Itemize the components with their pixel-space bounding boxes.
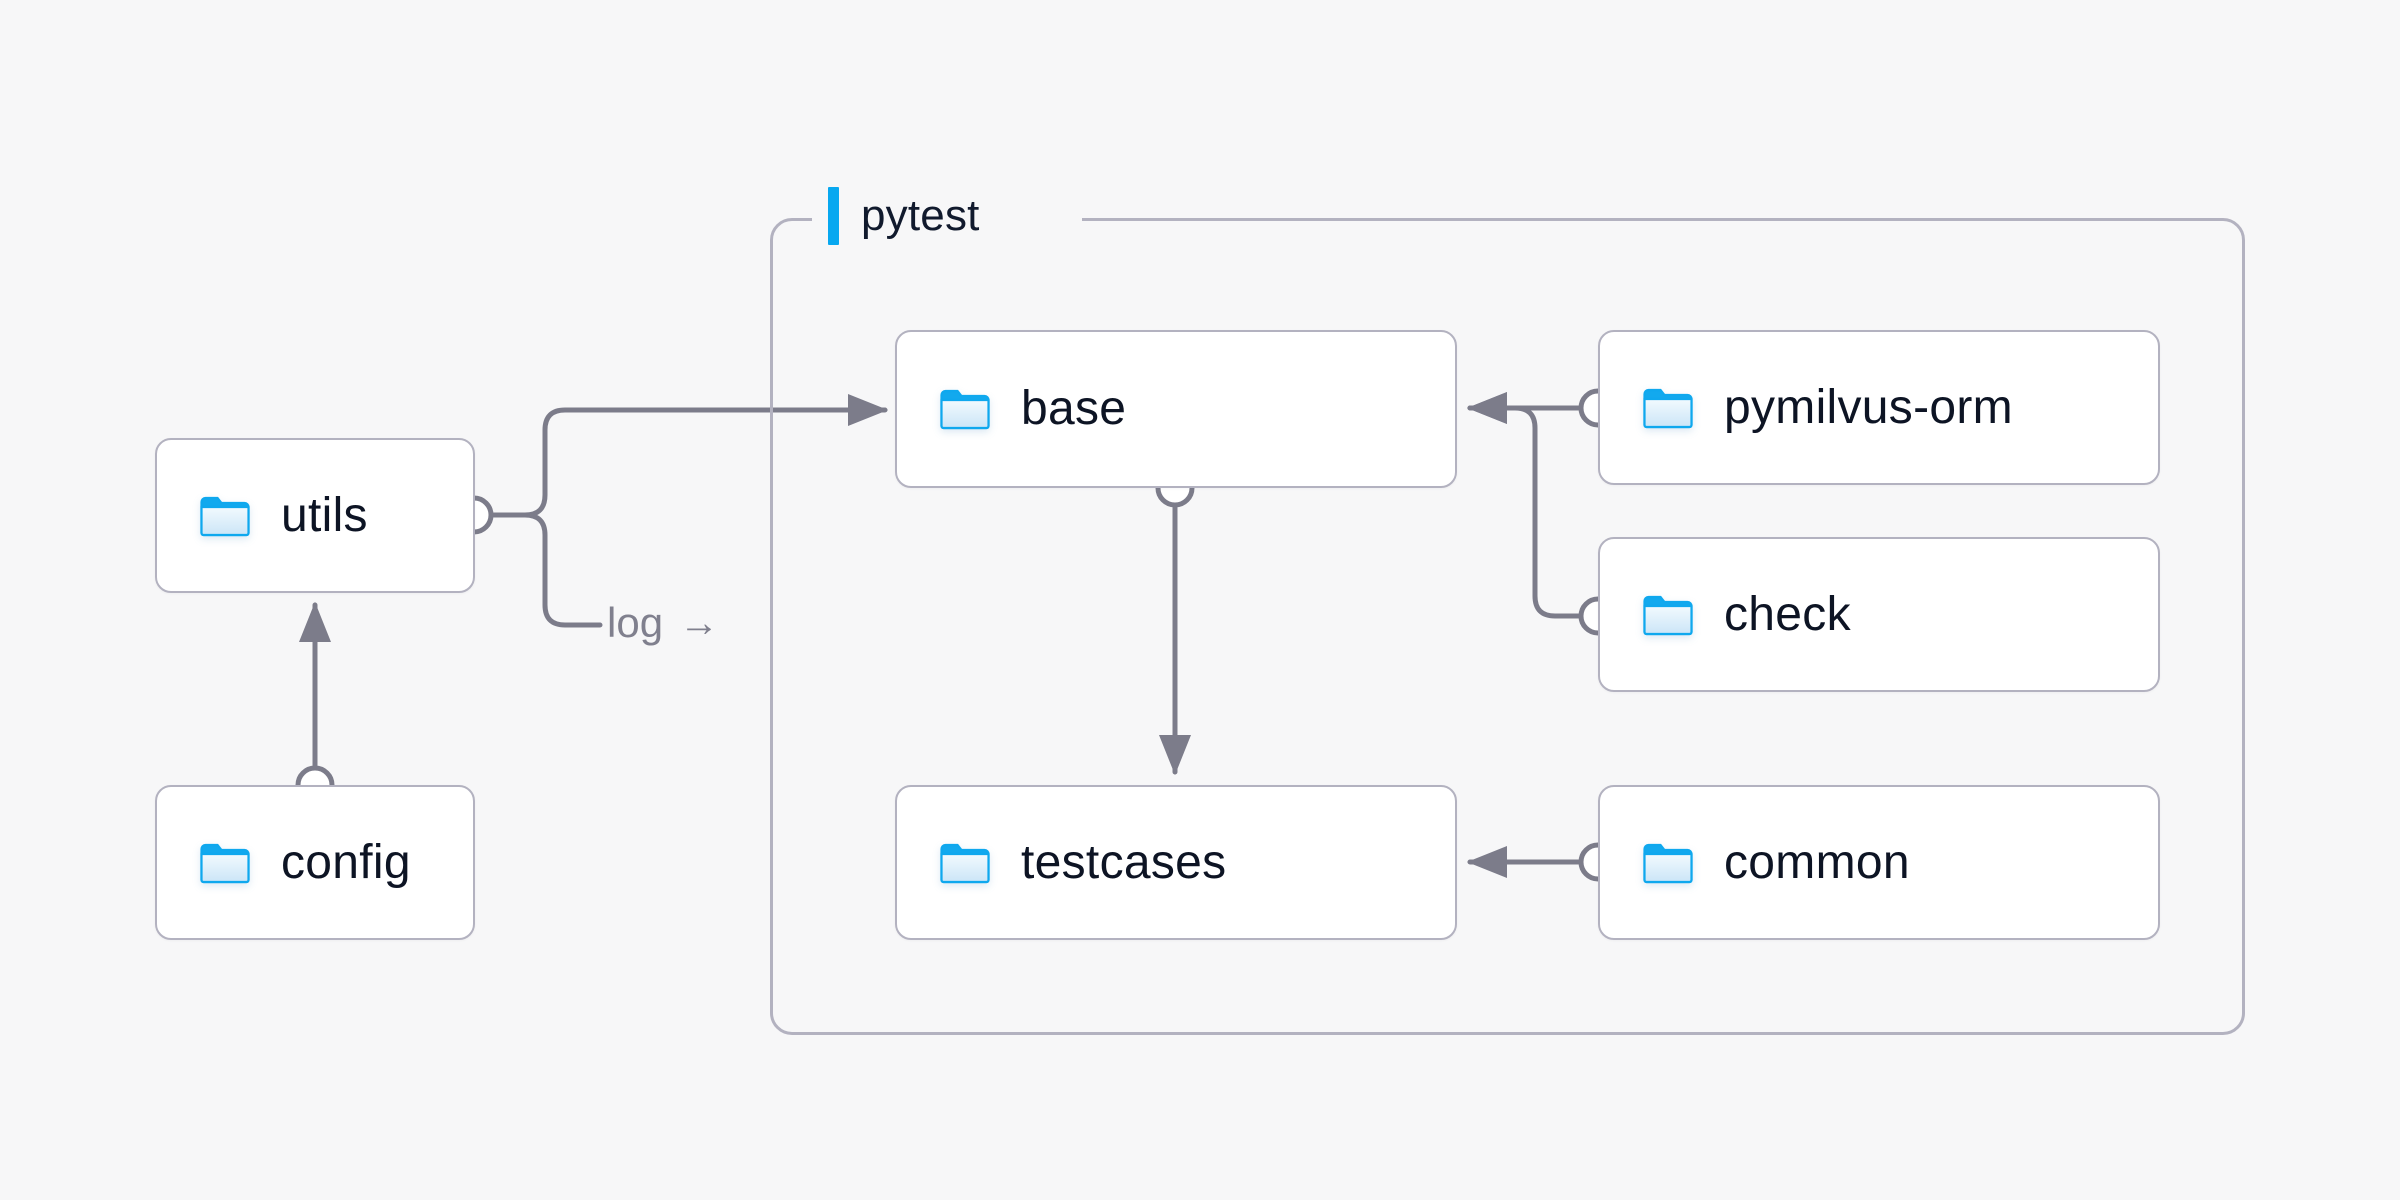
folder-icon [940,389,990,430]
folder-icon [1643,595,1693,635]
node-label: common [1724,835,1910,889]
folder-icon [940,843,990,883]
edge-label-log: log → [607,602,719,644]
node-label: config [281,835,411,889]
group-label: pytest [828,185,980,247]
edge-label-log-text: log [607,599,664,646]
folder-icon [200,843,250,883]
folder-icon [1643,388,1693,428]
group-accent-bar [828,187,839,245]
node-label: check [1724,587,1851,641]
node-label: testcases [1021,835,1227,889]
arrow-right-icon: → [679,601,720,645]
node-label: base [1021,382,1127,435]
node-label: pymilvus-orm [1724,380,2013,434]
node-testcases[interactable]: testcases [895,785,1457,940]
node-pymilvus-orm[interactable]: pymilvus-orm [1598,330,2160,485]
folder-icon [200,496,250,536]
node-label: utils [281,488,368,542]
node-common[interactable]: common [1598,785,2160,940]
group-label-text: pytest [861,191,980,240]
group-label-backdrop [812,206,1082,232]
node-base[interactable]: base [895,330,1457,488]
node-utils[interactable]: utils [155,438,475,593]
node-check[interactable]: check [1598,537,2160,692]
folder-icon [1643,843,1693,883]
edge-utils-to-log [484,512,603,628]
node-config[interactable]: config [155,785,475,940]
pytest-group-container [770,218,2245,1035]
